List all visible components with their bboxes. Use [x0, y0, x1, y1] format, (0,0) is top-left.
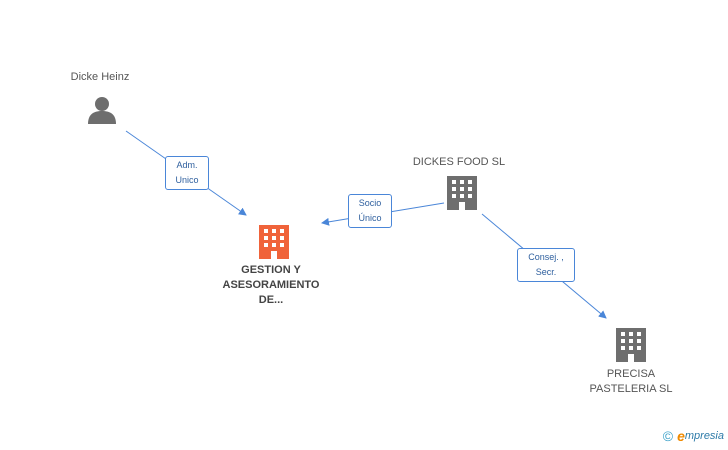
node-label-line: GESTION Y	[241, 264, 301, 276]
building-icon[interactable]	[259, 225, 289, 259]
building-icon[interactable]	[616, 328, 646, 362]
brand-logo-text: mpresia	[684, 430, 724, 442]
copyright-icon: ©	[662, 428, 674, 444]
edge-label-socio-unico: Socio Único	[348, 194, 392, 228]
node-label-dickes-food[interactable]: DICKES FOOD SL	[412, 156, 506, 168]
edge-label-consej-secr: Consej. , Secr.	[517, 248, 575, 282]
node-label-line: ASESORAMIENTO	[222, 279, 320, 291]
brand-logo-initial: e	[677, 428, 685, 444]
building-icon[interactable]	[447, 176, 477, 210]
edge-label-line: Adm.	[176, 160, 198, 170]
edge-label-line: Secr.	[535, 267, 557, 277]
edge-label-adm-unico: Adm. Unico	[165, 156, 209, 190]
node-label-dicke-heinz[interactable]: Dicke Heinz	[70, 71, 130, 83]
node-label-line: PRECISA	[606, 368, 656, 380]
node-label-gestion[interactable]: GESTION Y ASESORAMIENTO DE...	[201, 263, 341, 308]
node-label-line: PASTELERIA SL	[589, 383, 673, 395]
node-label-precisa[interactable]: PRECISA PASTELERIA SL	[571, 367, 691, 397]
edge-label-line: Unico	[175, 175, 199, 185]
node-label-line: DE...	[258, 294, 284, 306]
edge-label-line: Único	[358, 213, 382, 223]
edge-label-line: Socio	[358, 198, 382, 208]
edge-label-line: Consej. ,	[528, 252, 564, 262]
person-icon[interactable]	[88, 97, 116, 124]
